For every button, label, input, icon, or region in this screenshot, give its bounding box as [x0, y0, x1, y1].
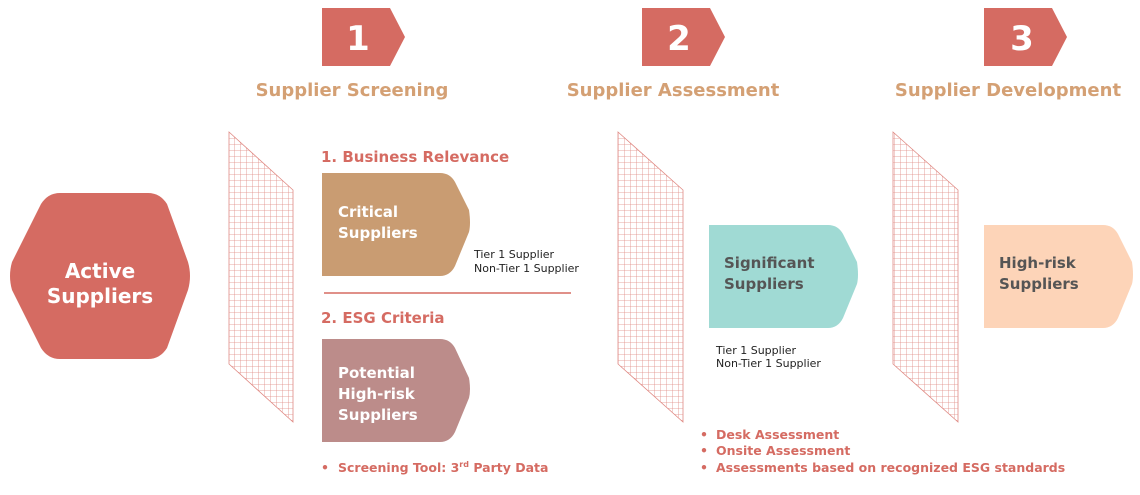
bullet-onsite-assessment: Onsite Assessment [716, 443, 850, 458]
critical-line2: Suppliers [338, 224, 418, 242]
step-3-header: 3 Supplier Development [895, 8, 1122, 101]
critical-line1: Critical [338, 203, 398, 221]
assessment-tier-1-label: Tier 1 Supplier [715, 344, 797, 357]
svg-text:Screening Tool: 3rd Party Data: Screening Tool: 3rd Party Data [338, 460, 548, 475]
step-1-arrow-badge [322, 8, 405, 66]
high-risk-suppliers-box: High-risk Suppliers [984, 225, 1133, 328]
step-3-title: Supplier Development [895, 80, 1122, 101]
step-1-title: Supplier Screening [256, 80, 449, 101]
active-label-line1: Active [65, 259, 135, 283]
active-label-line2: Suppliers [47, 284, 153, 308]
active-suppliers-hexagon: Active Suppliers [10, 193, 190, 359]
step-1-header: 1 Supplier Screening [256, 8, 449, 101]
step-3-arrow-badge [984, 8, 1067, 66]
svg-text:•: • [700, 443, 708, 458]
high-risk-line2: Suppliers [999, 275, 1079, 293]
step-3-number: 3 [1010, 19, 1034, 59]
potential-high-risk-box: Potential High-risk Suppliers [322, 339, 470, 442]
significant-line2: Suppliers [724, 275, 804, 293]
screening-tool-bullet: • Screening Tool: 3rd Party Data [321, 460, 548, 475]
bullet-esg-standards: Assessments based on recognized ESG stan… [716, 460, 1065, 475]
svg-text:•: • [700, 460, 708, 475]
assessment-bullets: • Desk Assessment • Onsite Assessment • Ass… [700, 427, 1065, 475]
potential-line2: High-risk [338, 385, 416, 403]
step-2-arrow-badge [642, 8, 725, 66]
significant-line1: Significant [724, 254, 814, 272]
assessment-filter-grid [617, 131, 684, 423]
tier-1-label: Tier 1 Supplier [473, 248, 555, 261]
svg-text:•: • [321, 460, 329, 475]
development-filter-grid [892, 131, 959, 423]
significant-suppliers-box: Significant Suppliers [709, 225, 858, 328]
step-2-header: 2 Supplier Assessment [567, 8, 780, 101]
critical-suppliers-box: Critical Suppliers [322, 173, 470, 276]
step-2-number: 2 [667, 19, 691, 59]
potential-line1: Potential [338, 364, 415, 382]
bullet-desk-assessment: Desk Assessment [716, 427, 839, 442]
high-risk-line1: High-risk [999, 254, 1077, 272]
step-1-number: 1 [346, 19, 370, 59]
non-tier-1-label: Non-Tier 1 Supplier [474, 262, 579, 275]
potential-line3: Suppliers [338, 406, 418, 424]
screening-filter-grid [228, 131, 294, 423]
step-2-title: Supplier Assessment [567, 80, 780, 101]
svg-text:•: • [700, 427, 708, 442]
assessment-non-tier-1-label: Non-Tier 1 Supplier [716, 357, 821, 370]
esg-criteria-label: 2. ESG Criteria [321, 309, 445, 327]
business-relevance-label: 1. Business Relevance [321, 148, 509, 166]
